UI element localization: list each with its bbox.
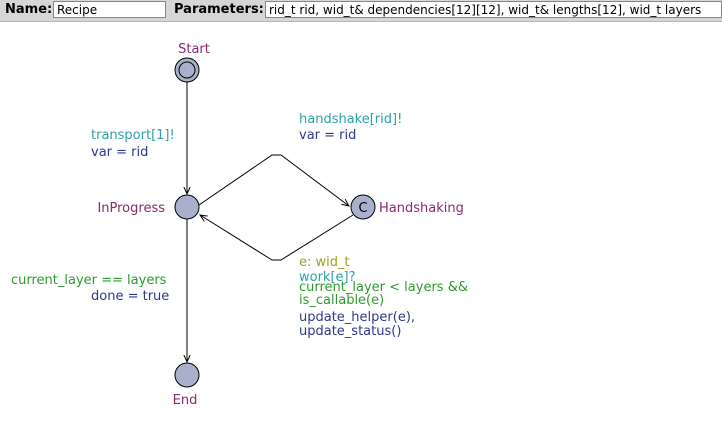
guard-label[interactable]: is_callable(e)	[299, 293, 384, 308]
location-name-inprogress: InProgress	[97, 201, 165, 216]
location-inprogress[interactable]	[174, 194, 200, 220]
update-label[interactable]: update_status()	[299, 324, 401, 339]
edge-inprogress-to-handshaking[interactable]	[198, 154, 349, 206]
initial-marker-icon	[178, 61, 196, 79]
guard-label[interactable]: current_layer == layers	[11, 273, 167, 288]
committed-marker: C	[358, 201, 367, 216]
update-label[interactable]: var = rid	[299, 128, 356, 143]
update-label[interactable]: done = true	[91, 289, 169, 304]
update-label[interactable]: var = rid	[91, 145, 148, 160]
update-label[interactable]: update_helper(e),	[299, 310, 415, 325]
automaton-canvas[interactable]: C Start InProgress Handshaking End trans…	[0, 22, 722, 437]
location-handshaking[interactable]: C	[350, 194, 376, 220]
sync-label[interactable]: handshake[rid]!	[299, 112, 402, 127]
parameters-label: Parameters:	[174, 2, 264, 17]
guard-label[interactable]: current_layer < layers &&	[299, 280, 468, 295]
name-field[interactable]	[53, 1, 166, 18]
location-name-end: End	[173, 393, 198, 408]
location-end[interactable]	[174, 362, 200, 388]
parameters-field[interactable]	[265, 1, 722, 18]
template-header: Name: Parameters:	[0, 0, 722, 22]
name-label: Name:	[5, 2, 53, 17]
location-start[interactable]	[174, 57, 200, 83]
location-name-start: Start	[178, 42, 210, 57]
edge-handshaking-to-inprogress[interactable]	[200, 215, 354, 261]
sync-label[interactable]: transport[1]!	[91, 128, 175, 143]
sync-label[interactable]: work[e]?	[299, 270, 356, 285]
location-name-handshaking: Handshaking	[379, 201, 464, 216]
select-label[interactable]: e: wid_t	[299, 255, 350, 270]
